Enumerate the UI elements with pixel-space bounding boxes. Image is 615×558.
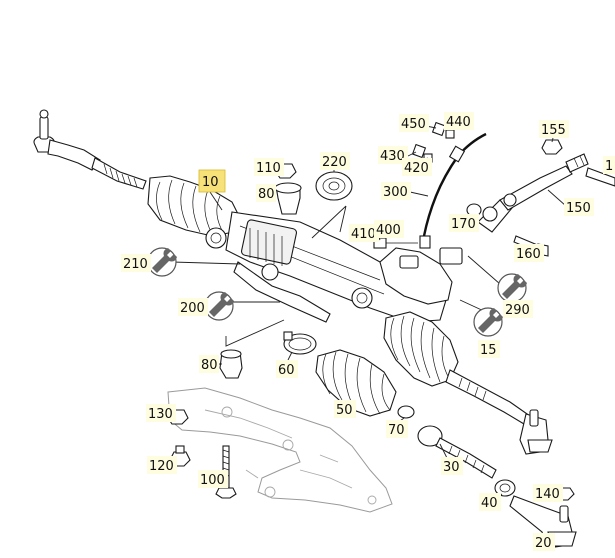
connector-410-400 <box>373 237 418 249</box>
label-130: 130 <box>148 407 173 422</box>
label-40: 40 <box>481 496 498 511</box>
right-bellows <box>383 311 459 387</box>
wrench-icon-200 <box>204 291 234 321</box>
label-120: 120 <box>149 459 174 474</box>
label-160: 160 <box>516 247 541 262</box>
label-100: 100 <box>200 473 225 488</box>
callout-210[interactable]: 210 <box>121 254 151 272</box>
callout-30[interactable]: 30 <box>441 457 463 475</box>
label-1: 1 <box>605 159 613 174</box>
outer-tie-rod-end-20 <box>509 495 577 549</box>
spare-bellows-50 <box>315 349 397 417</box>
callout-40[interactable]: 40 <box>479 493 501 511</box>
label-220: 220 <box>322 155 347 170</box>
label-80-top: 80 <box>258 187 275 202</box>
label-15: 15 <box>480 343 497 358</box>
label-30: 30 <box>443 460 460 475</box>
label-110: 110 <box>256 161 281 176</box>
callout-80-lower[interactable]: 80 <box>199 355 219 373</box>
label-150: 150 <box>566 201 591 216</box>
label-410: 410 <box>351 227 376 242</box>
callout-50[interactable]: 50 <box>334 400 356 418</box>
callout-100[interactable]: 100 <box>198 470 228 488</box>
nut-40 <box>494 479 516 497</box>
right-tie-rod <box>445 369 553 455</box>
callout-155[interactable]: 155 <box>539 120 569 138</box>
label-50: 50 <box>336 403 353 418</box>
label-440: 440 <box>446 115 471 130</box>
wrench-icon-15 <box>473 307 503 337</box>
label-300: 300 <box>383 185 408 200</box>
callout-450[interactable]: 450 <box>399 114 429 132</box>
wrench-icon-290 <box>497 273 527 303</box>
label-70: 70 <box>388 423 405 438</box>
callout-410[interactable]: 410 <box>349 224 379 242</box>
callout-300[interactable]: 300 <box>381 182 411 200</box>
callout-160[interactable]: 160 <box>514 244 544 262</box>
callout-60[interactable]: 60 <box>276 360 298 378</box>
callout-420[interactable]: 420 <box>402 158 432 176</box>
callout-150[interactable]: 150 <box>564 198 594 216</box>
wrench-icon-210 <box>147 247 177 277</box>
label-20: 20 <box>535 536 552 551</box>
label-420: 420 <box>404 161 429 176</box>
callout-130[interactable]: 130 <box>146 404 176 422</box>
seal-220 <box>315 171 353 201</box>
bolt-100 <box>215 445 237 499</box>
left-tie-rod <box>33 109 147 190</box>
label-140: 140 <box>535 487 560 502</box>
label-450: 450 <box>401 117 426 132</box>
callout-15[interactable]: 15 <box>478 340 500 358</box>
intermediate-shaft-150 <box>477 153 589 233</box>
callout-430[interactable]: 430 <box>378 146 408 164</box>
callout-70[interactable]: 70 <box>386 420 408 438</box>
callout-290[interactable]: 290 <box>503 300 533 318</box>
callout-10[interactable]: 10 <box>198 169 226 193</box>
label-210: 210 <box>123 257 148 272</box>
clamp-60 <box>283 331 317 355</box>
callout-400[interactable]: 400 <box>374 220 404 238</box>
spare-tie-rod-30 <box>417 425 497 479</box>
callout-200[interactable]: 200 <box>178 298 208 316</box>
callout-1[interactable]: 1 <box>603 156 615 174</box>
callout-440[interactable]: 440 <box>444 112 474 130</box>
label-430: 430 <box>380 149 405 164</box>
clamp-70 <box>397 405 415 419</box>
label-170: 170 <box>451 217 476 232</box>
label-60: 60 <box>278 363 295 378</box>
sensor-cable-300 <box>419 132 487 249</box>
left-bellows <box>147 175 241 237</box>
label-155: 155 <box>541 123 566 138</box>
callout-110[interactable]: 110 <box>254 158 284 176</box>
label-400: 400 <box>376 223 401 238</box>
bushing-80-top <box>274 182 302 215</box>
callout-140[interactable]: 140 <box>533 484 563 502</box>
subframe-outline <box>167 387 393 513</box>
label-290: 290 <box>505 303 530 318</box>
callout-170[interactable]: 170 <box>449 214 479 232</box>
callout-220[interactable]: 220 <box>320 152 350 170</box>
nut-155 <box>541 139 563 155</box>
label-10: 10 <box>202 175 219 190</box>
shaft-1 <box>585 167 615 187</box>
steering-gear-housing <box>205 211 463 323</box>
bushing-80-lower <box>219 349 243 379</box>
callout-120[interactable]: 120 <box>147 456 177 474</box>
callout-20[interactable]: 20 <box>533 533 555 551</box>
callout-80-top[interactable]: 80 <box>256 184 276 202</box>
label-200: 200 <box>180 301 205 316</box>
label-80-lower: 80 <box>201 358 218 373</box>
